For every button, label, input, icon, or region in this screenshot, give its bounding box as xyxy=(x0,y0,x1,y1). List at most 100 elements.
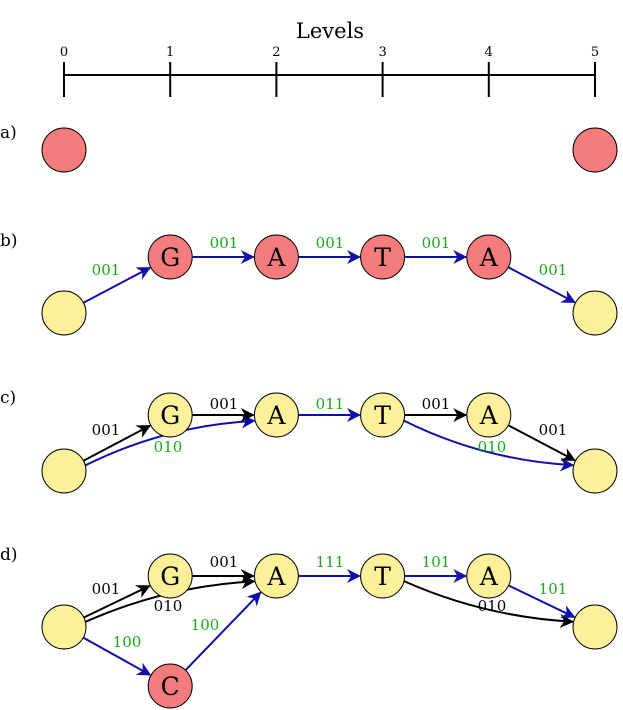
node-letter: T xyxy=(374,243,391,272)
node-snk xyxy=(572,127,618,173)
axis-tick-label: 4 xyxy=(485,45,493,60)
edge-label: 001 xyxy=(422,395,451,413)
node-circle xyxy=(41,127,87,173)
node-letter: A xyxy=(266,562,286,591)
node-letter: G xyxy=(160,401,180,430)
node-circle xyxy=(466,234,512,280)
node-src xyxy=(41,448,87,494)
node-circle xyxy=(41,290,87,336)
node-letter: C xyxy=(161,672,180,701)
edge-label: 001 xyxy=(316,234,345,252)
axis-tick-label: 1 xyxy=(166,45,174,60)
node-a2: A xyxy=(466,234,512,280)
panel-label: c) xyxy=(0,388,16,408)
node-a1: A xyxy=(253,234,299,280)
panel-label: b) xyxy=(0,231,18,251)
node-circle xyxy=(572,290,618,336)
node-g: G xyxy=(147,234,193,280)
node-a2: A xyxy=(466,553,512,599)
edge-label: 001 xyxy=(92,261,121,279)
node-c: C xyxy=(147,663,193,709)
panel-a: a) xyxy=(0,123,618,173)
node-circle xyxy=(147,553,193,599)
node-letter: A xyxy=(479,401,499,430)
edge-t-to-snk xyxy=(403,419,575,472)
edge-c-to-a1 xyxy=(184,591,262,671)
edge-label: 100 xyxy=(113,633,142,651)
axis-tick-label: 3 xyxy=(378,45,386,60)
edge-label: 111 xyxy=(316,553,345,571)
node-circle xyxy=(253,553,299,599)
edge-label: 001 xyxy=(210,553,239,571)
node-circle xyxy=(253,234,299,280)
edge-a2-to-snk xyxy=(507,424,576,462)
node-snk xyxy=(572,448,618,494)
edge-label: 001 xyxy=(210,234,239,252)
node-circle xyxy=(147,663,193,709)
nodes: G C A T A xyxy=(41,553,618,709)
edge-label: 001 xyxy=(92,421,121,439)
levels-axis: Levels 0 1 2 3 4 5 xyxy=(60,19,599,97)
edge-label: 001 xyxy=(422,234,451,252)
node-circle xyxy=(147,392,193,438)
edge-label: 001 xyxy=(539,261,568,279)
node-letter: G xyxy=(160,243,180,272)
edge-label: 010 xyxy=(154,438,183,456)
axis-title: Levels xyxy=(296,19,364,43)
node-letter: T xyxy=(374,401,391,430)
edge-label: 101 xyxy=(422,553,451,571)
edge-label: 010 xyxy=(478,597,507,615)
axis-tick-label: 0 xyxy=(60,45,68,60)
node-snk xyxy=(572,604,618,650)
node-src xyxy=(41,290,87,336)
node-letter: A xyxy=(479,562,499,591)
node-circle xyxy=(360,234,406,280)
axis-tick-label: 2 xyxy=(272,45,280,60)
axis-tick-label: 5 xyxy=(591,45,599,60)
node-circle xyxy=(466,553,512,599)
node-circle xyxy=(360,553,406,599)
node-circle xyxy=(572,127,618,173)
nodes xyxy=(41,127,618,173)
edge-src-to-c xyxy=(82,636,152,676)
node-circle xyxy=(253,392,299,438)
node-letter: A xyxy=(479,243,499,272)
node-src xyxy=(41,604,87,650)
edge-label: 100 xyxy=(191,616,220,634)
axis-ticks: 0 1 2 3 4 5 xyxy=(60,45,599,97)
node-src xyxy=(41,127,87,173)
edge-a2-to-snk xyxy=(507,266,576,304)
node-g: G xyxy=(147,553,193,599)
panel-label: d) xyxy=(0,545,18,565)
node-circle xyxy=(360,392,406,438)
node-a1: A xyxy=(253,392,299,438)
node-circle xyxy=(466,392,512,438)
node-letter: G xyxy=(160,562,180,591)
node-circle xyxy=(572,604,618,650)
node-letter: T xyxy=(374,562,391,591)
panel-label: a) xyxy=(0,123,17,143)
node-letter: A xyxy=(266,243,286,272)
edge-label: 010 xyxy=(478,438,507,456)
edge-a2-to-snk xyxy=(508,584,576,618)
edge-t-to-snk xyxy=(403,580,575,628)
node-circle xyxy=(41,448,87,494)
edge-src-to-g xyxy=(83,585,151,619)
edge-src-to-g xyxy=(82,424,152,462)
edge-label: 001 xyxy=(210,395,239,413)
edge-label: 001 xyxy=(92,580,121,598)
node-t: T xyxy=(360,553,406,599)
node-t: T xyxy=(360,392,406,438)
edges: 001 001 001 001 001 xyxy=(82,234,576,304)
node-circle xyxy=(41,604,87,650)
node-snk xyxy=(572,290,618,336)
edge-label: 010 xyxy=(154,597,183,615)
node-t: T xyxy=(360,234,406,280)
